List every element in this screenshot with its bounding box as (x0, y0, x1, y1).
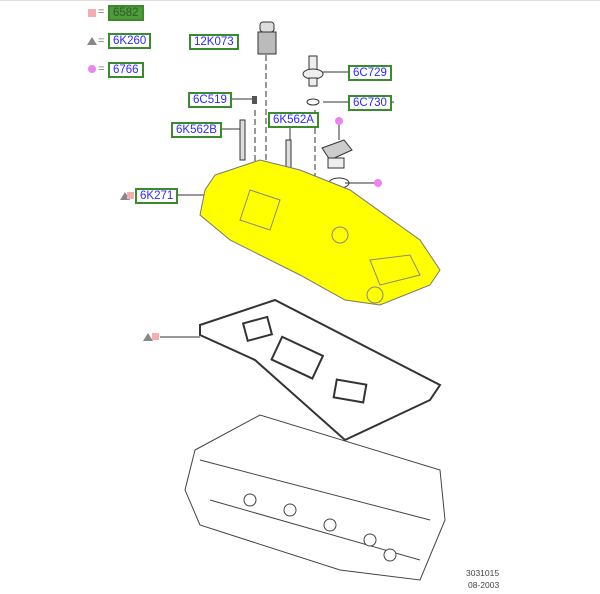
stud-6K562B (239, 119, 246, 161)
square-legend-icon (88, 9, 96, 17)
callout-6K271[interactable]: 6K271 (135, 188, 179, 204)
illustration-number: 3031015 (466, 568, 500, 578)
callout-6C519[interactable]: 6C519 (188, 92, 232, 108)
triangle-marker-gasket (143, 333, 153, 341)
callout-6C730[interactable]: 6C730 (348, 95, 392, 111)
circle-legend-icon (88, 65, 96, 73)
legend-part-6766[interactable]: 6766 (108, 62, 144, 78)
triangle-legend-icon (87, 37, 97, 45)
callout-6K562B[interactable]: 6K562B (171, 122, 222, 138)
circle-marker-cap (335, 117, 343, 125)
square-marker-6K271 (127, 192, 134, 199)
legend-equals: = (98, 35, 105, 47)
illustration-date: 08-2003 (468, 580, 500, 590)
breather-part (257, 21, 277, 55)
legend-part-6K260[interactable]: 6K260 (108, 33, 152, 49)
legend-equals: = (98, 63, 105, 75)
top-border (0, 0, 600, 1)
callout-6K562A[interactable]: 6K562A (268, 112, 319, 128)
valve-cover-gasket (199, 298, 442, 442)
callout-6C729[interactable]: 6C729 (348, 65, 392, 81)
callout-12K073[interactable]: 12K073 (189, 34, 239, 50)
square-marker-gasket (152, 333, 159, 340)
pcv-valve-part (302, 55, 324, 106)
clip-6C519 (252, 96, 257, 104)
legend-part-6582[interactable]: 6582 (108, 5, 144, 21)
valve-cover-detail (239, 189, 421, 304)
legend-equals: = (98, 6, 105, 18)
valve-cover-6K271 (199, 159, 441, 306)
circle-marker-seal (374, 179, 382, 187)
cylinder-head (184, 414, 446, 581)
